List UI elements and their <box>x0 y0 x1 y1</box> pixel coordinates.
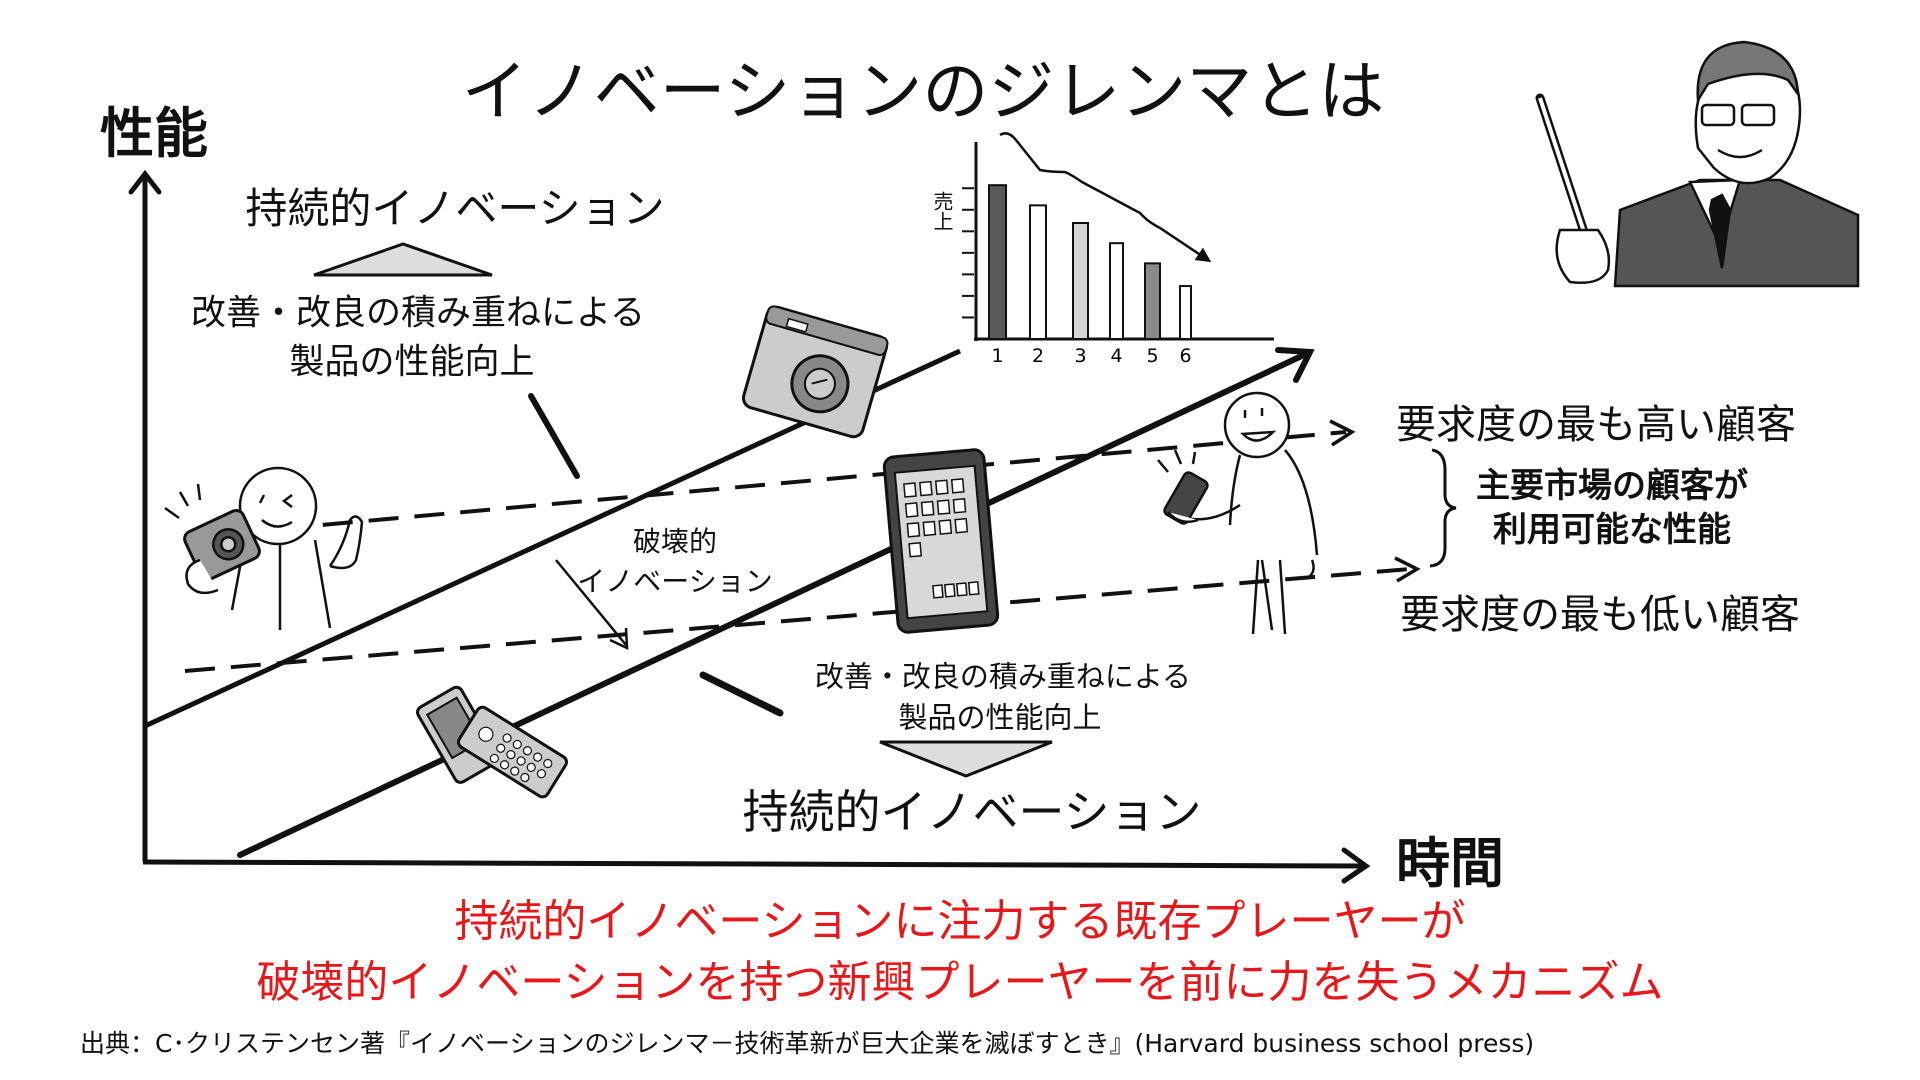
low-demand-customer-label: 要求度の最も低い顧客 <box>1400 592 1800 638</box>
disruptive-label-line1: 破壊的 <box>632 525 718 558</box>
smartphone-illustration <box>882 448 1000 634</box>
chart-bar-2 <box>1029 204 1047 340</box>
sustaining-line-lower <box>237 347 1315 858</box>
chart-bar-5 <box>1144 262 1161 340</box>
chart-x-tick-label: 1 <box>991 345 1003 367</box>
x-axis <box>142 847 1371 884</box>
teacher-with-pointer-illustration <box>1535 40 1860 288</box>
chart-bar-4 <box>1109 242 1124 340</box>
improvement-text-top-line2: 製品の性能向上 <box>289 342 535 383</box>
dashed-line-high-demand <box>276 419 1356 531</box>
chart-x-tick-label: 4 <box>1110 345 1122 367</box>
chart-x-tick-label: 5 <box>1146 345 1158 367</box>
source-citation: 出典：C･クリステンセン著『イノベーションのジレンマ－技術革新が巨大企業を滅ぼす… <box>80 1029 1535 1058</box>
chart-bar-1 <box>988 184 1007 340</box>
improvement-text-top-line1: 改善・改良の積み重ねによる <box>191 293 645 334</box>
y-axis-label: 性能 <box>100 102 208 165</box>
chart-x-tick-label: 2 <box>1032 345 1044 367</box>
pointer-stroke-bottom <box>699 671 784 717</box>
brace <box>1429 448 1457 568</box>
mainstream-performance-line1: 主要市場の顧客が <box>1476 466 1748 506</box>
flip-phone-illustration <box>416 685 569 799</box>
conclusion-line2: 破壊的イノベーションを持つ新興プレーヤーを前に力を失うメカニズム <box>256 957 1664 1008</box>
chart-x-tick-label: 3 <box>1074 345 1086 367</box>
chart-x-tick-label: 6 <box>1179 345 1191 367</box>
page-title: イノベーションのジレンマとは <box>461 53 1385 130</box>
chart-bar-3 <box>1072 222 1089 340</box>
chart-y-label: 売上 <box>930 191 954 231</box>
mainstream-performance-line2: 利用可能な性能 <box>1493 510 1731 550</box>
pointer-stroke-top <box>528 393 580 479</box>
sustaining-innovation-heading-bottom: 持続的イノベーション <box>742 785 1202 839</box>
chart-bar-6 <box>1179 285 1192 340</box>
x-axis-label: 時間 <box>1396 832 1504 895</box>
y-axis <box>128 169 162 862</box>
sales-trend-arrow <box>999 132 1212 263</box>
conclusion-line1: 持続的イノベーションに注力する既存プレーヤーが <box>454 896 1466 947</box>
high-demand-customer-label: 要求度の最も高い顧客 <box>1396 402 1796 448</box>
dashed-line-low-demand <box>184 556 1421 673</box>
up-triangle <box>313 242 493 277</box>
improvement-text-bottom-line2: 製品の性能向上 <box>898 700 1102 735</box>
sustaining-innovation-heading-top: 持続的イノベーション <box>245 184 665 233</box>
person-with-camera-illustration <box>164 466 364 630</box>
digital-camera-illustration <box>741 305 889 439</box>
disruptive-label-line2: イノベーション <box>577 565 773 598</box>
person-with-smartphone-illustration <box>1157 391 1319 635</box>
improvement-text-bottom-line1: 改善・改良の積み重ねによる <box>814 659 1192 694</box>
down-triangle <box>879 740 1053 778</box>
disruptive-arrow <box>555 559 629 651</box>
